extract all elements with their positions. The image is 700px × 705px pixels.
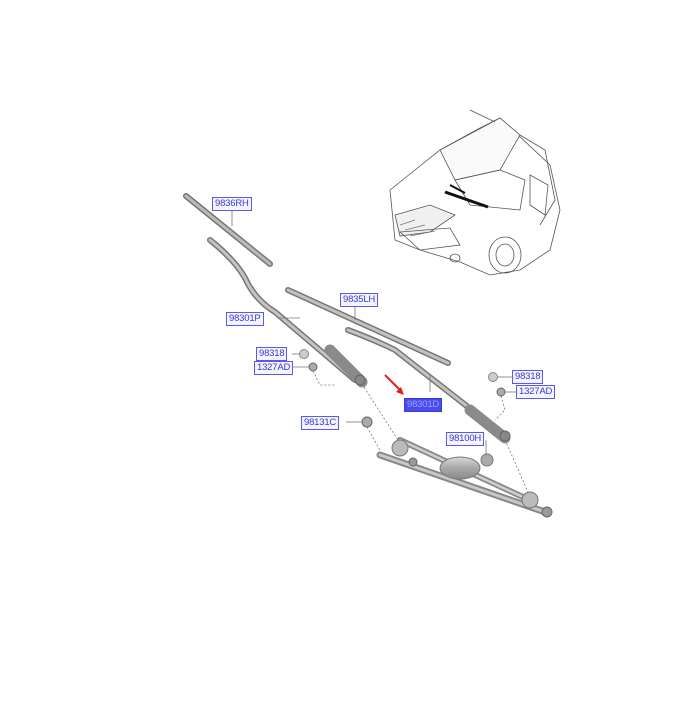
wiper-arm-d — [345, 327, 511, 444]
part-label-cap-right[interactable]: 98318 — [512, 370, 544, 384]
part-label-arm-p[interactable]: 98301P — [226, 312, 264, 326]
part-label-blade-lh[interactable]: 9835LH — [340, 293, 379, 307]
part-label-linkage[interactable]: 98100H — [446, 432, 485, 446]
highlight-arrow-icon — [384, 374, 404, 395]
part-label-arm-d[interactable]: 98301D — [404, 398, 443, 412]
part-label-cover[interactable]: 98131C — [301, 416, 340, 430]
wiper-arm-p — [207, 237, 368, 388]
wiper-blade-lh — [285, 287, 451, 366]
part-label-cap-left[interactable]: 98318 — [256, 347, 288, 361]
wiper-linkage-assembly — [376, 437, 553, 518]
part-label-nut-right[interactable]: 1327AD — [516, 385, 556, 399]
part-label-nut-left[interactable]: 1327AD — [254, 361, 294, 375]
vehicle-inset-illustration — [389, 109, 561, 276]
part-label-blade-rh[interactable]: 9836RH — [212, 197, 252, 211]
leader-lines — [231, 208, 529, 493]
wiper-blade-rh — [183, 193, 273, 267]
